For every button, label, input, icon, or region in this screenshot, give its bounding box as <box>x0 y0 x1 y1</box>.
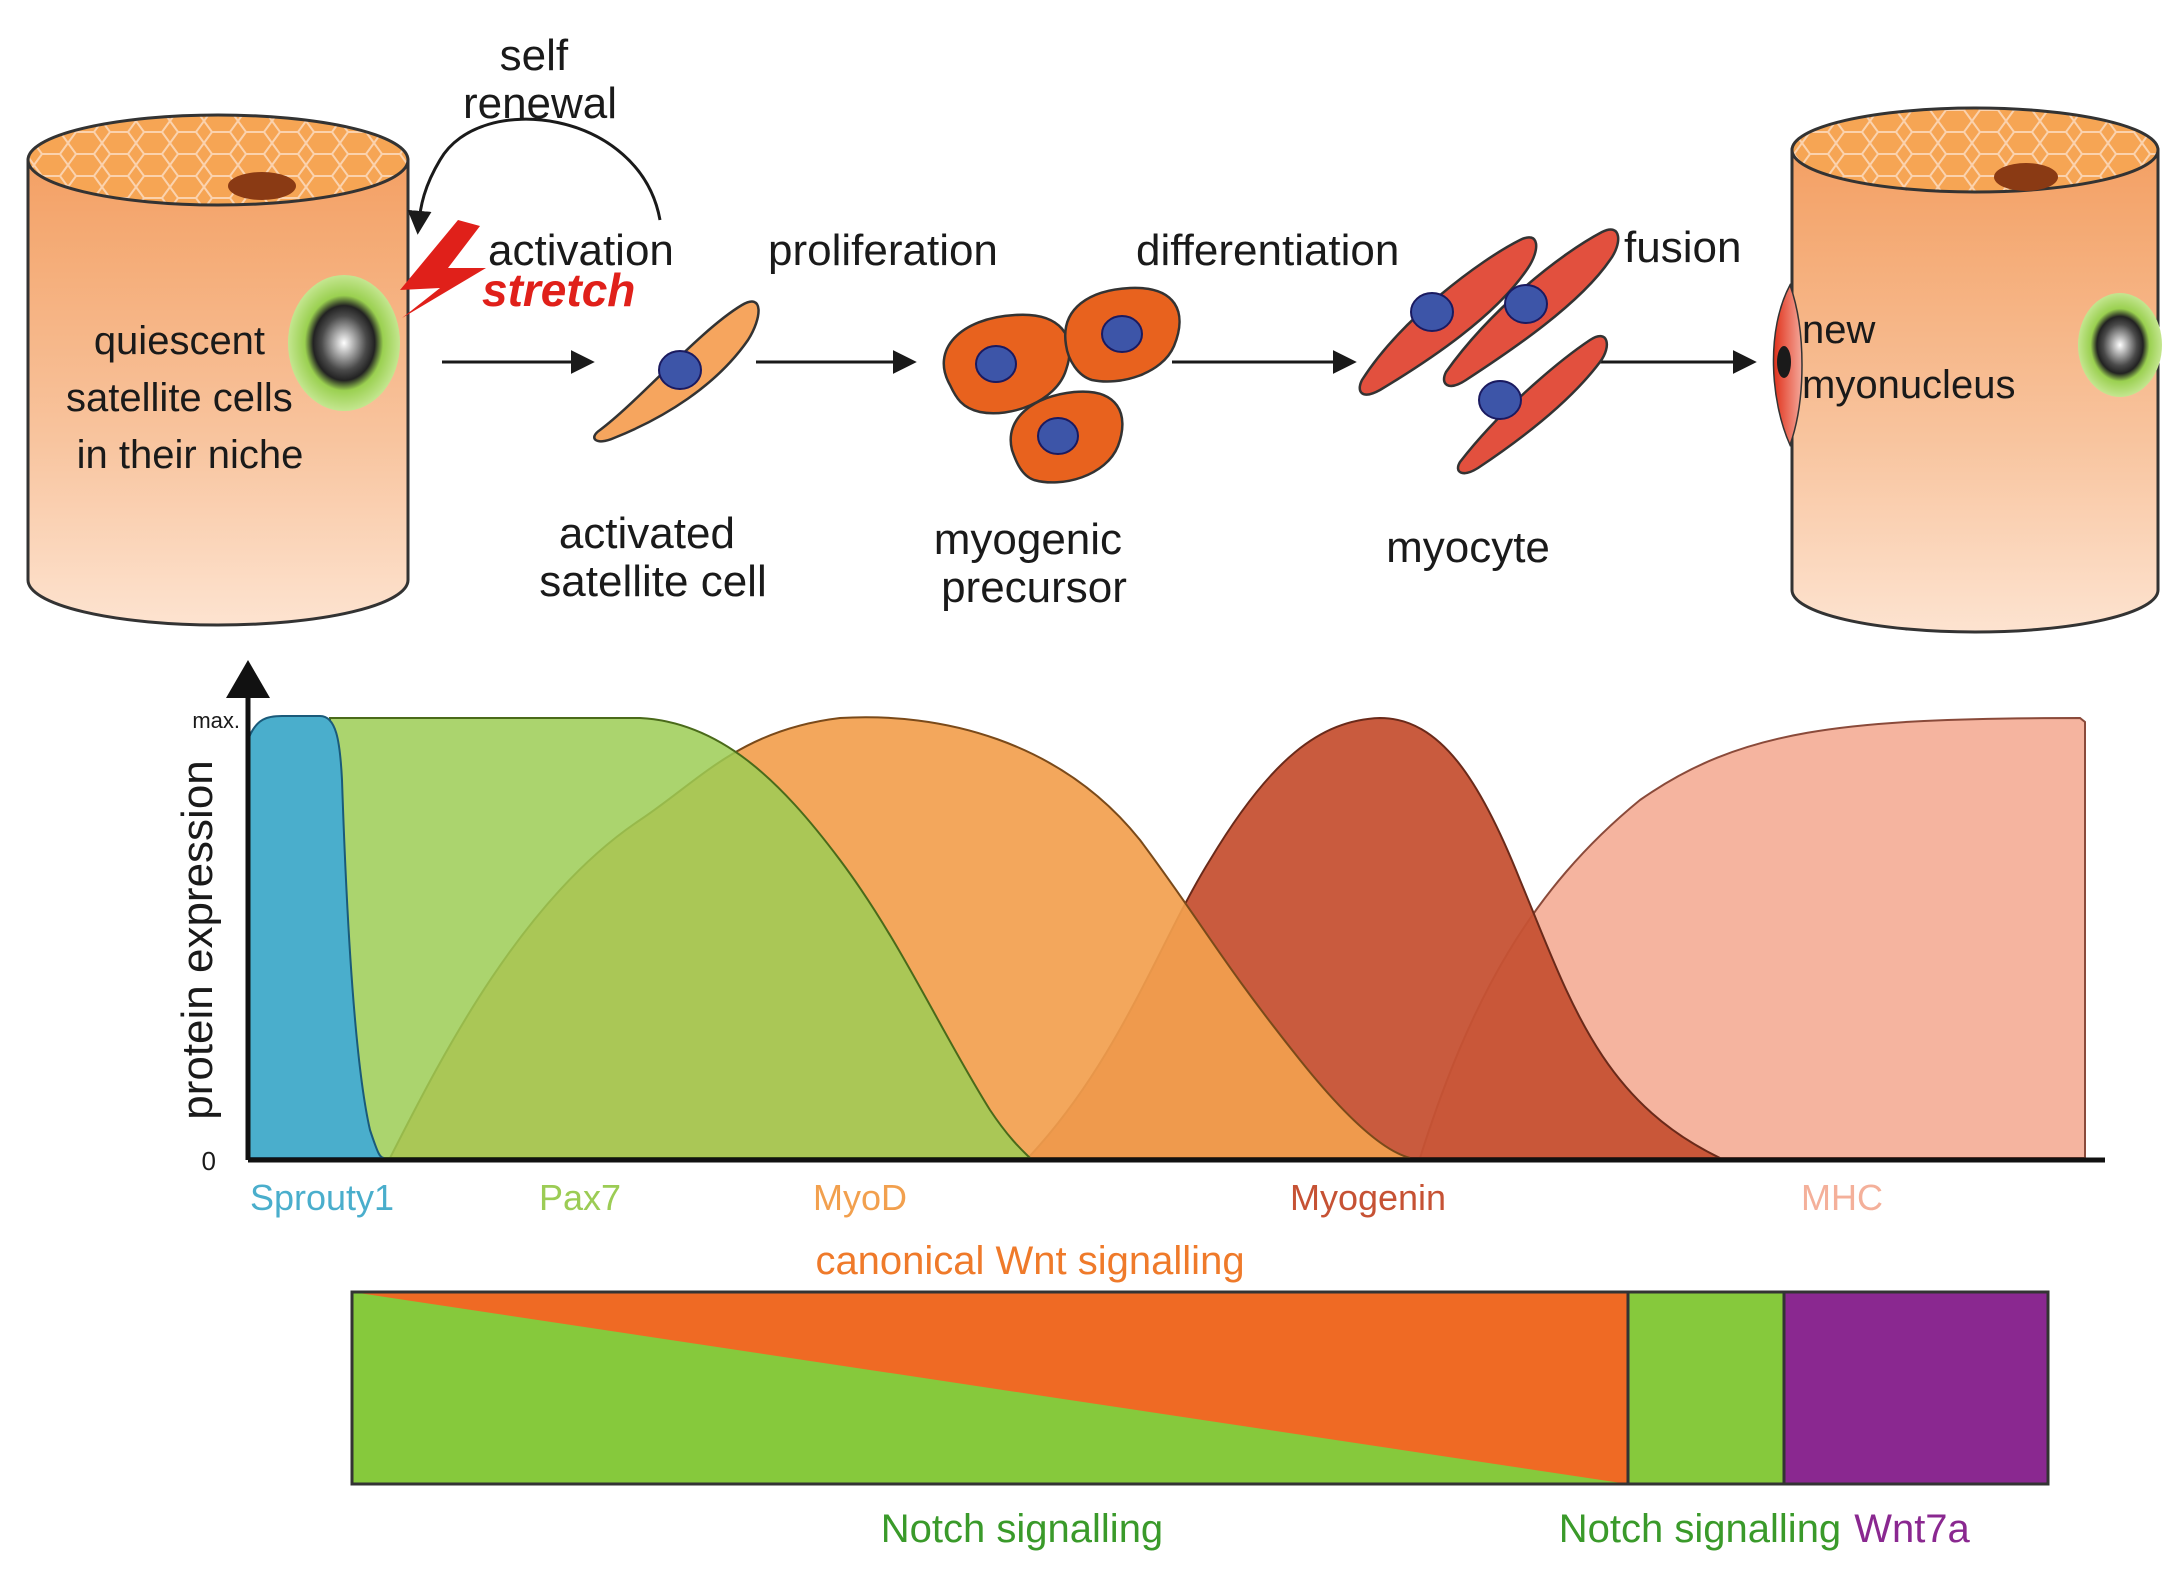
precursor-label: myogenic precursor <box>934 515 1135 612</box>
wnt7a-region <box>1784 1292 2048 1484</box>
activation-label: activation <box>488 226 674 275</box>
wnt-wedge <box>352 1292 1628 1484</box>
notch-label-2: Notch signalling <box>1559 1507 1841 1551</box>
new-satellite-cell-niche <box>2078 293 2162 397</box>
proliferation-label: proliferation <box>768 226 998 275</box>
fusion-label: fusion <box>1624 223 1741 272</box>
myocyte-label: myocyte <box>1386 523 1550 572</box>
signalling-bar <box>350 1290 2050 1486</box>
notch-label: Notch signalling <box>881 1507 1163 1551</box>
new-myonucleus-label: new myonucleus <box>1802 308 2015 407</box>
sprouty1-label: Sprouty1 <box>250 1177 394 1218</box>
wnt7a-label: Wnt7a <box>1854 1507 1970 1551</box>
differentiation-label: differentiation <box>1136 226 1399 275</box>
muscle-fiber-left: quiescent satellite cells in their niche <box>26 113 410 627</box>
stretch-label: stretch <box>482 264 635 316</box>
satellite-cell-niche <box>288 275 400 411</box>
protein-expression-chart: max. 0 protein expression Sprouty1 Pax7 … <box>173 660 2105 1218</box>
y-axis-arrow-icon <box>226 660 270 698</box>
canonical-wnt-label: canonical Wnt signalling <box>815 1239 1244 1283</box>
activated-cell-label: activated satellite cell <box>539 509 766 606</box>
self-renewal-label: self renewal <box>463 31 617 128</box>
pax7-label: Pax7 <box>539 1177 621 1218</box>
muscle-fiber-right: new myonucleus <box>1772 106 2162 634</box>
myocyte-cells <box>1358 228 1620 475</box>
self-renewal-arrow <box>407 117 662 235</box>
pax7-curve <box>329 717 1033 1159</box>
mhc-label: MHC <box>1801 1177 1883 1218</box>
notch-region-2 <box>1628 1292 1784 1484</box>
sprouty1-curve <box>247 715 385 1159</box>
quiescent-label: quiescent satellite cells in their niche <box>66 319 304 477</box>
myogenic-precursor-cells <box>942 286 1181 484</box>
y-max-label: max. <box>192 708 240 733</box>
stretch-bolt-icon <box>400 220 486 318</box>
activated-satellite-cell <box>593 300 760 443</box>
myod-label: MyoD <box>813 1177 907 1218</box>
y-axis-label: protein expression <box>173 760 222 1120</box>
y-min-label: 0 <box>202 1146 216 1176</box>
myogenin-label: Myogenin <box>1290 1177 1446 1218</box>
